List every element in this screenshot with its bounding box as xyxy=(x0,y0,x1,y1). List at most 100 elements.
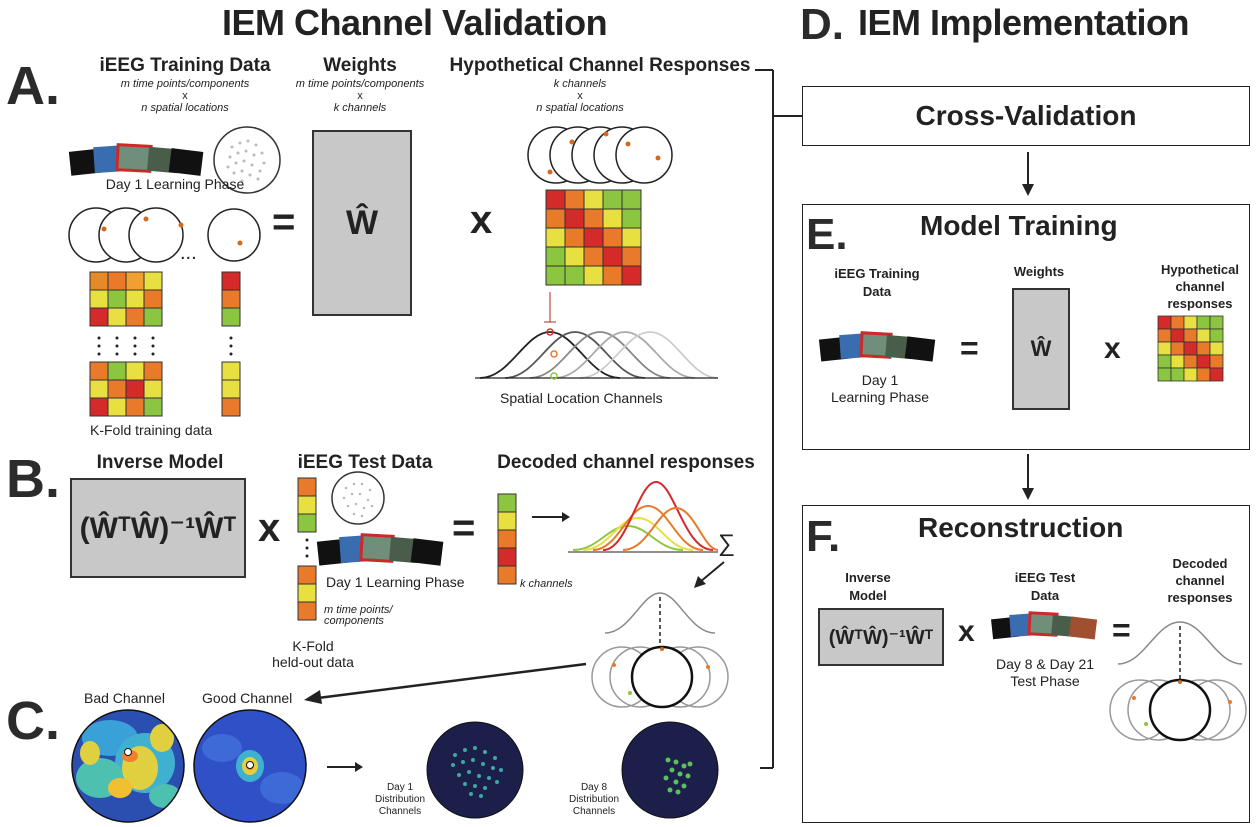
e-weights-label: Weights xyxy=(1013,264,1065,279)
spatial-location-channels-label: Spatial Location Channels xyxy=(500,390,663,406)
panel-c-letter: C. xyxy=(6,691,60,751)
hypothetical-circles xyxy=(527,126,673,184)
bad-channel-map xyxy=(71,709,185,823)
k-channels-label-b: k channels xyxy=(520,578,573,590)
arrow-to-curves-b xyxy=(532,512,570,522)
image-stack-a xyxy=(68,143,204,176)
times-b: x xyxy=(258,506,281,550)
cross-validation-box: Cross-Validation xyxy=(802,86,1250,146)
e-training-1: iEEG Training xyxy=(834,266,920,281)
day8-label-3: Channels xyxy=(572,806,616,817)
weights-sub1: m time points/components xyxy=(295,78,425,90)
weights-heading: Weights xyxy=(323,55,397,76)
spatial-channel-curves-a xyxy=(475,292,719,380)
hypothetical-sub1: k channels xyxy=(553,78,607,90)
equals-e: = xyxy=(960,330,979,366)
training-data-sub1: m time points/components xyxy=(120,78,250,90)
day8-distribution-map xyxy=(621,721,719,819)
e-hyp-3: responses xyxy=(1167,296,1233,311)
e-learning-phase: Learning Phase xyxy=(830,389,930,405)
training-data-sub3: n spatial locations xyxy=(141,102,229,114)
right-title: IEM Implementation xyxy=(858,2,1190,43)
ellipsis-a: ... xyxy=(180,242,197,264)
hypothetical-heatmap-e xyxy=(1157,315,1224,382)
reconstruction-circles-f xyxy=(1109,621,1247,742)
training-data-sub2: x xyxy=(182,90,188,102)
times-f: x xyxy=(958,615,975,648)
decoded-curves-b xyxy=(568,480,719,553)
e-hyp-2: channel xyxy=(1175,279,1225,294)
kfold-col-top xyxy=(221,271,241,327)
image-stack-e xyxy=(818,331,936,362)
e-hyp-1: Hypothetical xyxy=(1160,262,1239,277)
inverse-model-box-f: (ŴᵀŴ)⁻¹Ŵᵀ xyxy=(818,608,944,666)
times-a: x xyxy=(470,198,493,242)
kfold-col-bottom xyxy=(221,361,241,417)
w-hat-a: Ŵ xyxy=(345,203,379,242)
day1-label-3: Channels xyxy=(378,806,422,817)
e-day-1: Day 1 xyxy=(861,372,899,388)
kfold-training-label: K-Fold training data xyxy=(90,422,213,438)
f-test-1: iEEG Test xyxy=(1014,570,1076,585)
kfold-grid-bottom xyxy=(89,361,163,417)
good-channel-map xyxy=(193,709,307,823)
equals-a: = xyxy=(272,200,296,244)
day1-label-1: Day 1 xyxy=(386,782,414,793)
f-days-1: Day 8 & Day 21 xyxy=(995,656,1095,672)
times-e: x xyxy=(1104,332,1121,365)
inverse-model-heading: Inverse Model xyxy=(96,452,224,473)
hypothetical-sub3: n spatial locations xyxy=(536,102,624,114)
f-test-2: Data xyxy=(1030,588,1060,603)
location-circles-a xyxy=(68,207,261,263)
m-time-label-b: m time points/ xyxy=(324,604,393,616)
f-inverse-1: Inverse xyxy=(845,570,891,585)
f-decoded-3: responses xyxy=(1167,590,1233,605)
hypothetical-heatmap-a xyxy=(545,189,642,286)
vertical-dots-a xyxy=(97,336,233,356)
training-data-heading: iEEG Training Data xyxy=(99,55,271,76)
model-training-title: Model Training xyxy=(920,210,1118,241)
reconstruction-title: Reconstruction xyxy=(918,512,1124,543)
kfold-label-b1: K-Fold xyxy=(292,638,334,654)
test-data-column-b xyxy=(297,477,317,621)
bad-channel-label: Bad Channel xyxy=(84,690,165,706)
sigma-b: ∑ xyxy=(718,530,736,557)
panel-b-letter: B. xyxy=(6,449,60,509)
inverse-model-box-b: (ŴᵀŴ)⁻¹Ŵᵀ xyxy=(70,478,246,578)
dot-cloud-circle-a xyxy=(213,126,281,194)
day8-label-2: Distribution xyxy=(568,794,620,805)
cross-validation-label: Cross-Validation xyxy=(915,100,1137,131)
f-days-2: Test Phase xyxy=(1010,673,1080,689)
f-decoded-2: channel xyxy=(1175,573,1225,588)
e-training-2: Data xyxy=(862,284,892,299)
day1-label-2: Distribution xyxy=(375,794,426,805)
components-label-b: components xyxy=(324,615,384,627)
good-channel-label: Good Channel xyxy=(202,690,293,706)
arrow-cv-to-e xyxy=(1022,152,1034,196)
kfold-label-b2: held-out data xyxy=(272,654,354,670)
arrow-to-distribution xyxy=(327,762,363,772)
arrow-e-to-f xyxy=(1022,454,1034,500)
reconstruction-circles-b xyxy=(591,592,729,709)
f-inverse-2: Model xyxy=(849,588,887,603)
equals-b: = xyxy=(452,506,476,550)
arrow-to-panel-c xyxy=(304,662,587,704)
kfold-grid-top xyxy=(89,271,163,327)
day8-label-1: Day 8 xyxy=(580,782,608,793)
panel-e-letter: E. xyxy=(806,210,848,259)
w-hat-e: Ŵ xyxy=(1030,336,1052,361)
dot-cloud-circle-b xyxy=(331,471,385,525)
image-stack-b xyxy=(316,533,444,566)
equals-f: = xyxy=(1112,612,1131,648)
decoded-heading: Decoded channel responses xyxy=(497,452,755,473)
panel-f-letter: F. xyxy=(806,512,841,561)
inverse-formula-b: (ŴᵀŴ)⁻¹Ŵᵀ xyxy=(79,511,237,545)
learning-phase-label-a: Day 1 Learning Phase xyxy=(105,176,245,192)
arrow-down-left-b xyxy=(694,561,725,588)
weights-sub3: k channels xyxy=(333,102,387,114)
inverse-formula-f: (ŴᵀŴ)⁻¹Ŵᵀ xyxy=(828,626,934,649)
decoded-column-b xyxy=(497,493,517,585)
weights-matrix-a: Ŵ xyxy=(312,130,412,316)
image-stack-f xyxy=(991,611,1098,640)
test-data-heading: iEEG Test Data xyxy=(297,452,433,473)
